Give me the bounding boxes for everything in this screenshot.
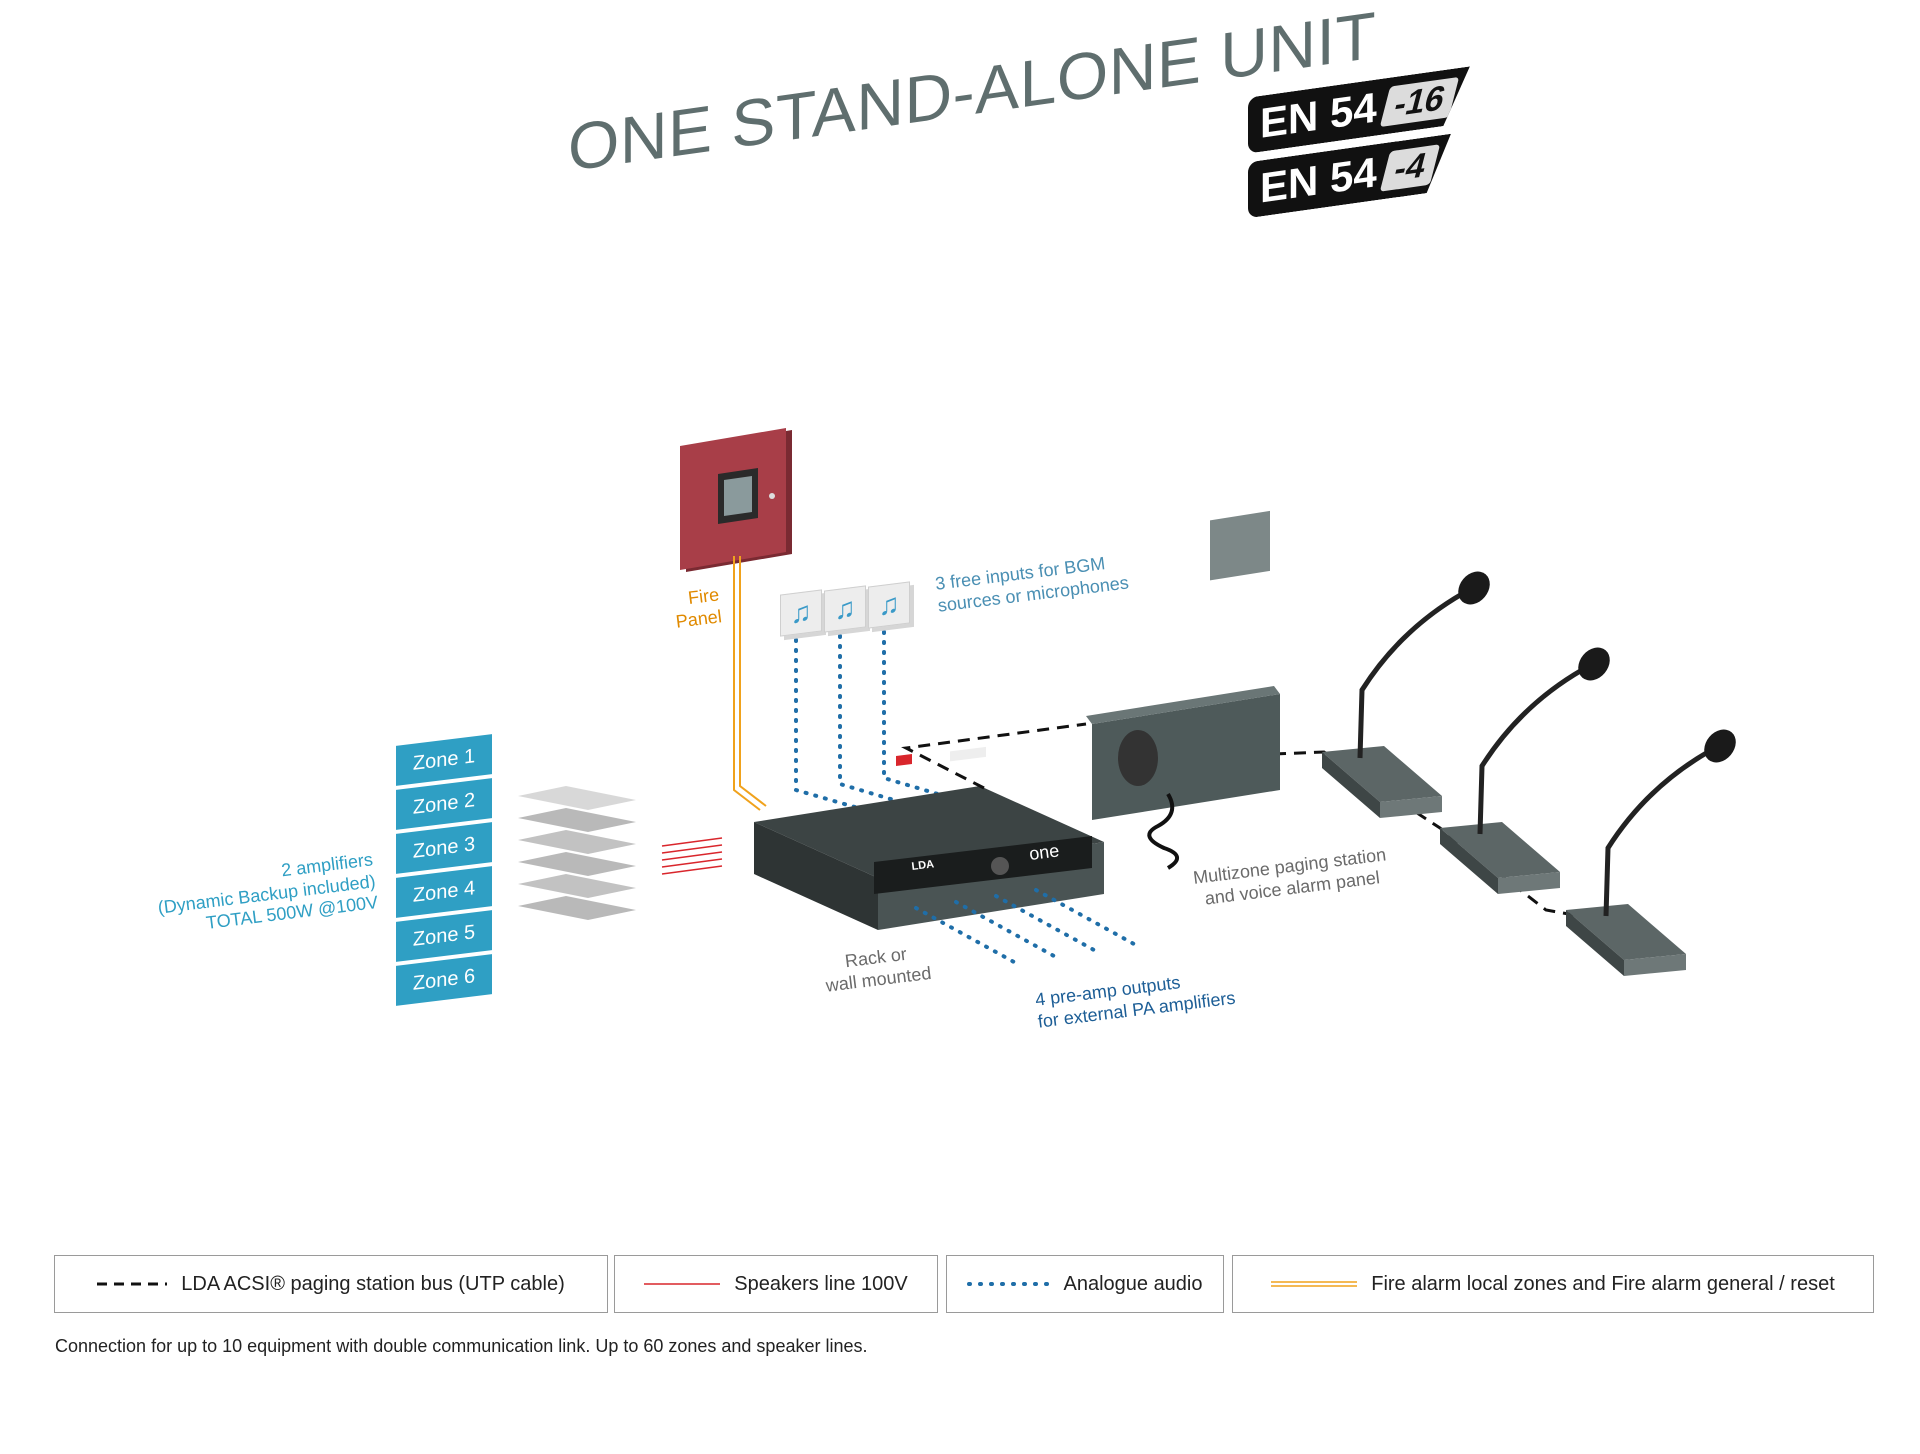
dashed-line-swatch (97, 1282, 168, 1286)
double-line-swatch (1271, 1281, 1358, 1287)
legend-label: Analogue audio (1063, 1272, 1203, 1295)
fire-alarm-cable (733, 556, 767, 811)
legend-label: Fire alarm local zones and Fire alarm ge… (1371, 1272, 1835, 1295)
amplifier-stack (518, 786, 636, 920)
preamp-output-cables (914, 888, 1136, 964)
legend-label: LDA ACSI® paging station bus (UTP cable) (181, 1272, 565, 1295)
fire-panel-device (680, 428, 792, 572)
speaker-lines (661, 837, 723, 875)
legend-item-fire-alarm: Fire alarm local zones and Fire alarm ge… (1232, 1255, 1874, 1313)
legend-item-acsi-bus: LDA ACSI® paging station bus (UTP cable) (54, 1255, 608, 1313)
footnote: Connection for up to 10 equipment with d… (55, 1336, 868, 1356)
fire-panel-label: Fire Panel (674, 584, 723, 632)
main-unit-model: one (1028, 840, 1060, 864)
legend-label: Speakers line 100V (734, 1272, 908, 1295)
dotted-line-swatch (967, 1282, 1050, 1286)
music-note-icon: ♫ (868, 581, 910, 629)
music-note-icon: ♫ (780, 589, 822, 637)
legend-item-analogue-audio: Analogue audio (946, 1255, 1224, 1313)
paging-station-2 (1440, 647, 1610, 894)
main-unit-device (754, 746, 1104, 930)
solid-line-swatch (644, 1283, 721, 1285)
bgm-audio-cables (794, 620, 960, 814)
alarm-panel-device (1086, 510, 1280, 870)
music-note-icon: ♫ (824, 585, 866, 633)
paging-station-3 (1566, 729, 1736, 976)
main-unit-brand: LDA (911, 858, 935, 873)
paging-station-1 (1322, 571, 1490, 818)
legend-item-speakers-line: Speakers line 100V (614, 1255, 938, 1313)
